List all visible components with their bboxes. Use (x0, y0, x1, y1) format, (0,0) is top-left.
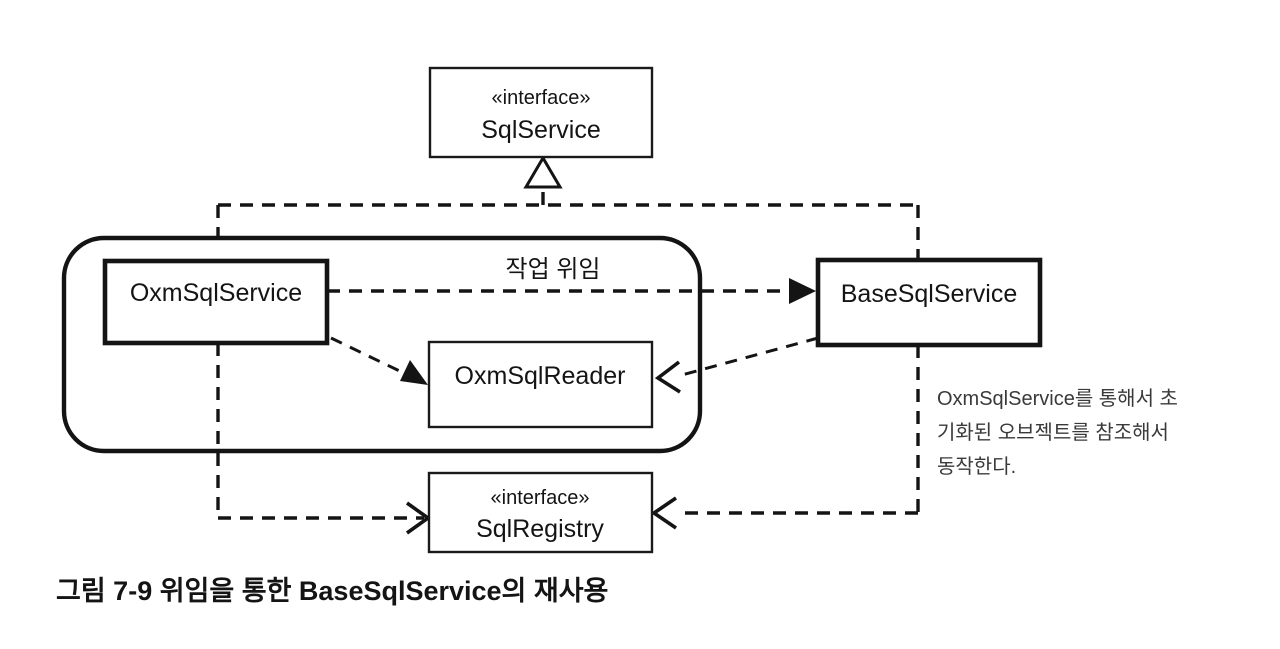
delegation-label: 작업 위임 (506, 256, 601, 283)
note-line-1: OxmSqlService를 통해서 초 (937, 387, 1178, 410)
sql-service-name: SqlService (481, 116, 601, 144)
oxm-sql-service-box (102, 258, 330, 346)
oxm-sql-reader-box (427, 340, 654, 429)
oxm-sql-reader-name: OxmSqlReader (455, 362, 626, 390)
base-service-to-reader-line (681, 336, 819, 377)
sql-registry-box (427, 471, 654, 554)
sql-registry-name: SqlRegistry (476, 515, 604, 543)
sql-service-stereotype: «interface» (492, 87, 591, 109)
oxm-sql-service-name: OxmSqlService (130, 279, 302, 307)
sql-registry-stereotype: «interface» (491, 487, 590, 509)
figure-caption: 그림 7-9 위임을 통한 BaseSqlService의 재사용 (56, 576, 608, 606)
node-oxm-sql-service[interactable]: OxmSqlService (102, 258, 330, 346)
node-oxm-sql-reader[interactable]: OxmSqlReader (427, 340, 654, 429)
note-line-3: 동작한다. (937, 455, 1016, 478)
oxm-sql-service-group-container (61, 235, 703, 454)
node-base-sql-service[interactable]: BaseSqlService (815, 257, 1043, 348)
base-sql-service-name: BaseSqlService (841, 280, 1017, 308)
base-sql-service-box (815, 257, 1043, 348)
sql-service-box (428, 66, 654, 159)
arrowhead-open-left-oxm-sql-reader (654, 360, 681, 394)
node-sql-registry[interactable]: «interface» SqlRegistry (427, 471, 654, 554)
annotation-note: OxmSqlService를 통해서 초 기화된 오브젝트를 참조해서 동작한다… (937, 387, 1178, 478)
arrowhead-solid-oxm-sql-reader (400, 360, 428, 385)
arrowhead-open-left-sqlregistry (650, 496, 678, 530)
realization-triangle-icon (523, 155, 563, 189)
arrowhead-solid-base-sql-service (789, 278, 816, 304)
note-line-2: 기화된 오브젝트를 참조해서 (937, 421, 1169, 444)
oxm-service-to-reader-line (330, 336, 413, 379)
node-sql-service[interactable]: «interface» SqlService (428, 66, 654, 159)
